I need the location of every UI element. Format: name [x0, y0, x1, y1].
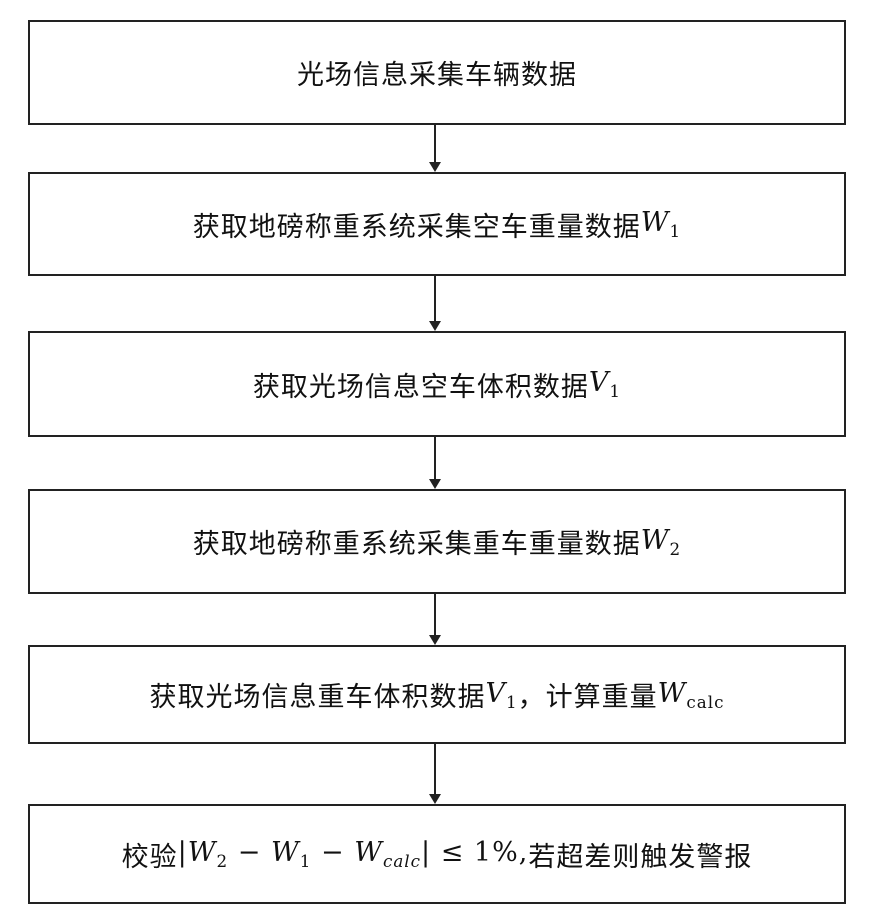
- step-3-text: 获取光场信息空车体积数据: [253, 365, 589, 404]
- flow-arrow-4: [434, 594, 436, 643]
- step-6-box: 校验|W2 − W1 − Wcalc| ≤ 1%,若超差则触发警报: [28, 804, 846, 904]
- flow-arrow-3: [434, 437, 436, 487]
- step-6-formula: |W2 − W1 − Wcalc| ≤ 1%,: [178, 837, 529, 871]
- step-2-box: 获取地磅称重系统采集空车重量数据W1: [28, 172, 846, 276]
- step-5-text-2: ，计算重量: [518, 675, 658, 714]
- step-4-text: 获取地磅称重系统采集重车重量数据: [193, 522, 641, 561]
- step-6-text-after: 若超差则触发警报: [528, 835, 752, 874]
- step-5-text: 获取光场信息重车体积数据: [150, 675, 486, 714]
- step-5-box: 获取光场信息重车体积数据V1，计算重量Wcalc: [28, 645, 846, 744]
- flow-arrow-1: [434, 125, 436, 170]
- step-4-variable: W2: [641, 525, 681, 559]
- step-2-variable: W1: [641, 207, 681, 241]
- step-5-variable-w: Wcalc: [658, 678, 725, 712]
- step-1-box: 光场信息采集车辆数据: [28, 20, 846, 125]
- step-6-text: 校验: [122, 835, 178, 874]
- step-4-box: 获取地磅称重系统采集重车重量数据W2: [28, 489, 846, 594]
- step-3-variable: V1: [589, 367, 621, 401]
- step-2-text: 获取地磅称重系统采集空车重量数据: [193, 205, 641, 244]
- step-1-text: 光场信息采集车辆数据: [297, 53, 577, 92]
- flow-arrow-5: [434, 744, 436, 802]
- step-3-box: 获取光场信息空车体积数据V1: [28, 331, 846, 437]
- flow-arrow-2: [434, 276, 436, 329]
- step-5-variable-v: V1: [486, 678, 518, 712]
